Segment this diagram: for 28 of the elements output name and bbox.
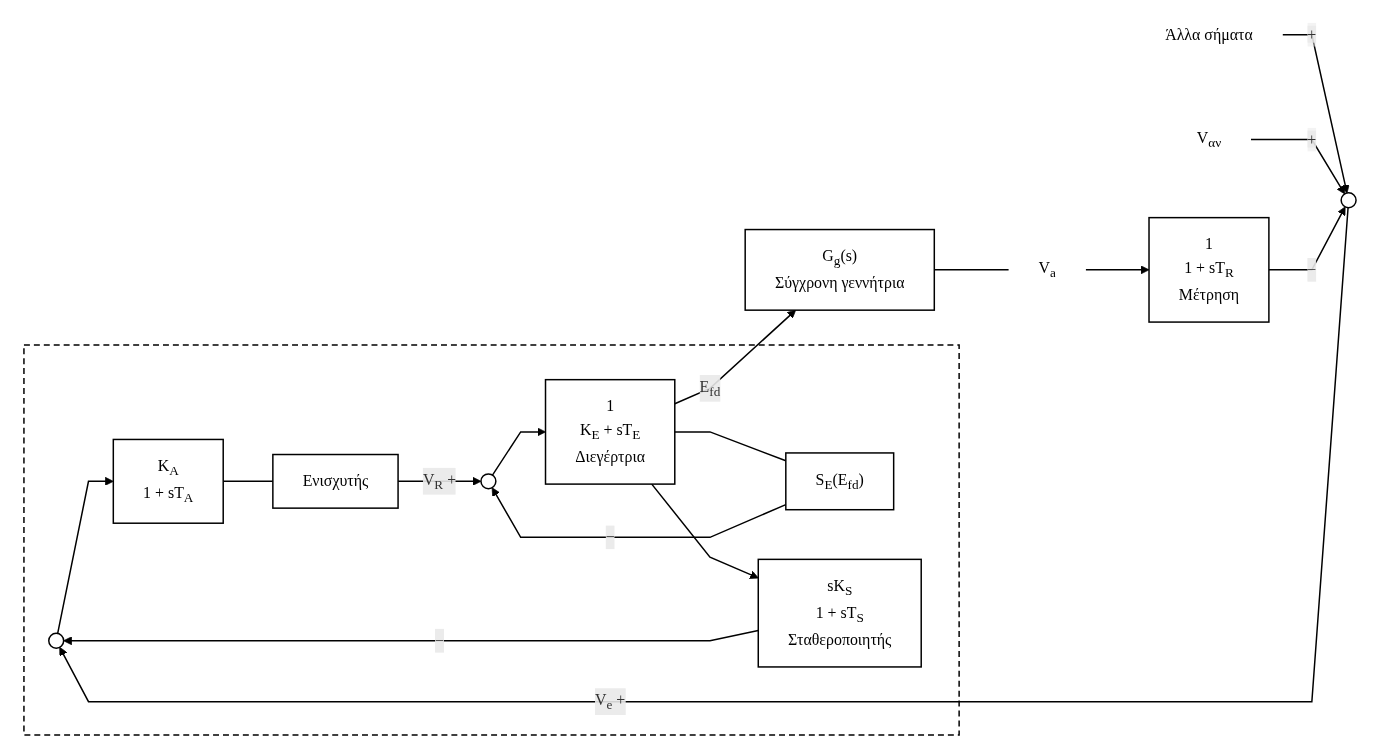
arrow bbox=[58, 207, 1349, 703]
edge-label: V$_{R}$ + bbox=[422, 470, 456, 492]
node-text: V$_{a}$ bbox=[1038, 259, 1056, 281]
cluster bbox=[22, 344, 960, 736]
connector bbox=[933, 269, 1009, 271]
node-box: Ενισχυτής bbox=[271, 453, 399, 509]
node-circle bbox=[47, 632, 64, 649]
arrow bbox=[491, 427, 546, 476]
edge-label: + bbox=[1306, 130, 1316, 148]
node-circle bbox=[479, 473, 497, 490]
node-circle bbox=[1339, 192, 1357, 209]
edge-label: + bbox=[1306, 25, 1316, 43]
node-box: 1 K$_{E}$ + sT$_{E}$ Διεγέρτρια bbox=[544, 378, 676, 485]
node-box: 1 1 + sT$_{R}$ Μέτρηση bbox=[1147, 216, 1270, 323]
node-box: sK$_{S}$ 1 + sT$_{S}$ Σταθεροποιητής bbox=[757, 558, 922, 668]
arrow bbox=[1084, 265, 1149, 275]
node-box: G$_{g}$(s) Σύγχρονη γεννήτρια bbox=[743, 228, 935, 311]
edge-label: − bbox=[434, 631, 444, 649]
edge-label: E$_{fd}$ bbox=[699, 377, 720, 399]
edge-label: − bbox=[605, 528, 615, 546]
edge-label: − bbox=[1306, 260, 1316, 278]
node-text: Άλλα σήματα bbox=[1164, 25, 1253, 43]
edge-label: V$_{e}$ + bbox=[594, 691, 625, 713]
node-text: V$_{αν}$ bbox=[1196, 129, 1221, 151]
node-box: S$_{E}$(E$_{fd}$) bbox=[784, 452, 894, 511]
node-box: K$_{A}$ 1 + sT$_{A}$ bbox=[112, 438, 224, 524]
arrow bbox=[1281, 34, 1350, 194]
arrow bbox=[1249, 138, 1345, 195]
